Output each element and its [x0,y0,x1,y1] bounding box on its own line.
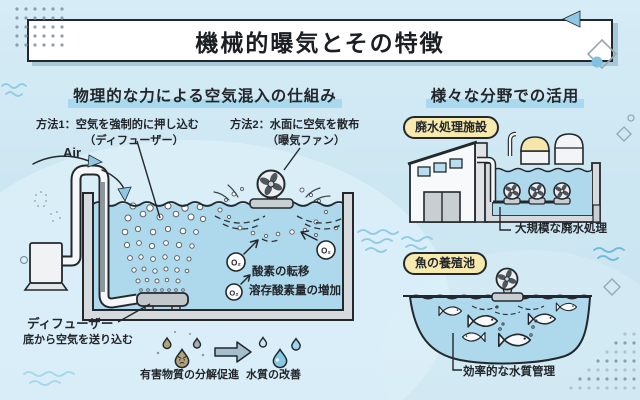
angry-face [177,356,187,364]
o2-markers: O₂ O₂ O₂ [225,240,336,301]
o2-label: O₂ [229,289,238,298]
facility-badge-text: 廃水処理施設 [415,120,488,134]
aeration-tank-diagram: O₂ O₂ O₂ [19,140,354,323]
facility-badge: 廃水処理施設 [403,116,500,140]
dissolved-oxygen-label: 溶存酸素量の増加 [249,285,341,297]
tank-walls [82,192,354,321]
circle-decor [19,255,29,265]
right-heading-text: 様々な分野での活用 [425,84,585,108]
facility-leader-line [499,207,511,231]
water-surface-line [92,201,346,207]
method2-line2: （曝気ファン） [266,135,346,148]
wastewater-facility-illustration [407,131,601,231]
air-pump [23,242,69,291]
left-section-heading: 物理的な力による空気混入の仕組み [40,84,370,108]
diffuser-desc-label: 底から空気を送り込む [23,334,133,346]
factory-building [407,140,488,223]
pond-caption: 効率的な水質管理 [463,366,555,378]
circle-decor [627,114,635,122]
harmful-drops [156,331,205,369]
dots-decor-small [34,191,61,222]
window [417,166,431,177]
water-quality-graphic [156,331,301,369]
o2-label: O₂ [321,247,331,256]
pond-leader-line [452,333,462,371]
basin-fans [503,182,571,205]
dome-tank-white [554,133,584,165]
page-title: 機械的曝気とその特徴 [195,29,445,56]
basin-steps [592,204,601,223]
diffuser-name-label: ディフューザー [27,317,114,331]
oxygen-transfer-label: 酸素の転移 [252,266,310,278]
clean-drops [258,336,301,369]
ripples [214,215,348,243]
chimney-pipe [507,131,517,156]
air-pipe [62,164,138,309]
tank-water [93,204,343,310]
o2-arrows [240,230,318,285]
bubbles-group [121,202,207,292]
fish-pond-illustration [403,267,592,371]
pond-bubbles [495,305,538,337]
method2-line1: 方法2：水面に空気を散布 [230,119,360,131]
air-arrows [32,154,132,202]
pond-badge-text: 魚の養殖池 [415,256,476,270]
right-section-heading: 様々な分野での活用 [400,84,610,108]
splash-streaks [213,184,331,202]
title-banner: 機械的曝気とその特徴 [27,19,613,62]
facility-caption: 大規模な廃水処理 [515,223,607,235]
method1-line2: （ディフューザー） [84,135,184,148]
leader-lines [117,140,301,323]
method1-line1: 方法1：空気を強制的に押し込む [36,119,199,131]
specks [156,331,205,357]
method1-label: 方法1：空気を強制的に押し込む （ディフューザー） [36,117,232,149]
diffuser [136,292,189,312]
method2-label: 方法2：水面に空気を散布 （曝気ファン） [230,117,382,149]
air-label: Air [63,145,82,160]
aeration-fan [249,169,294,209]
water-quality-label: 水質の改善 [246,369,301,381]
harmful-decomposition-label: 有害物質の分解促進 [140,369,239,381]
dome-tank-yellow [520,136,550,165]
window [449,158,463,169]
pond-fan [491,267,524,302]
o2-label: O₂ [231,259,241,268]
diamond-decor-small [616,126,632,142]
pond-badge: 魚の養殖池 [403,252,488,276]
left-heading-text: 物理的な力による空気混入の仕組み [68,84,342,108]
transform-arrow [214,341,252,363]
window [433,162,447,173]
